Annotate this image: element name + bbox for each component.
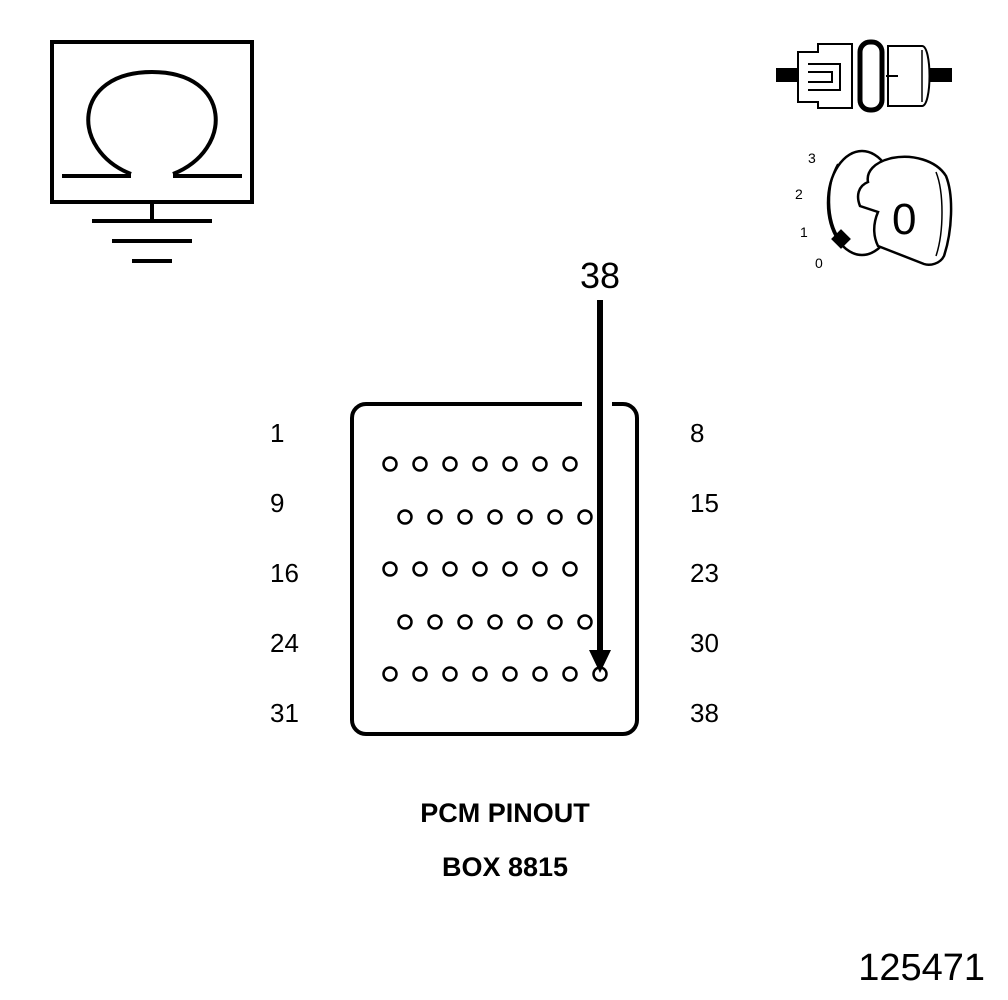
pin-hole bbox=[502, 561, 518, 577]
pin-hole bbox=[427, 614, 443, 630]
pin-hole bbox=[442, 666, 458, 682]
ignition-position-1: 1 bbox=[800, 224, 808, 240]
pin-hole bbox=[517, 614, 533, 630]
diagram-subtitle: BOX 8815 bbox=[442, 852, 568, 882]
pin-hole bbox=[487, 614, 503, 630]
row-5-first-pin: 31 bbox=[270, 698, 299, 728]
row-1-first-pin: 1 bbox=[270, 418, 284, 448]
row-3-last-pin: 23 bbox=[690, 558, 719, 588]
pin-hole bbox=[382, 666, 398, 682]
pin-hole bbox=[397, 509, 413, 525]
ohmmeter-ground-icon bbox=[50, 40, 254, 263]
pin-hole bbox=[532, 561, 548, 577]
pin-hole bbox=[517, 509, 533, 525]
pin-hole bbox=[472, 456, 488, 472]
pin-hole bbox=[502, 456, 518, 472]
pin-hole bbox=[532, 666, 548, 682]
pin-hole bbox=[547, 509, 563, 525]
pin-hole bbox=[457, 614, 473, 630]
pin-hole bbox=[532, 456, 548, 472]
pin-callout-arrow bbox=[582, 300, 612, 673]
ignition-position-2: 2 bbox=[795, 186, 803, 202]
pin-hole bbox=[457, 509, 473, 525]
row-2-first-pin: 9 bbox=[270, 488, 284, 518]
pin-hole bbox=[547, 614, 563, 630]
row-3-first-pin: 16 bbox=[270, 558, 299, 588]
row-1-last-pin: 8 bbox=[690, 418, 704, 448]
diagram-title: PCM PINOUT bbox=[420, 798, 590, 828]
row-2-last-pin: 15 bbox=[690, 488, 719, 518]
pin-holes bbox=[382, 456, 608, 682]
pcm-connector-body bbox=[350, 402, 639, 736]
figure-id: 125471 bbox=[858, 947, 985, 989]
pin-hole bbox=[562, 561, 578, 577]
pin-hole bbox=[487, 509, 503, 525]
callout-pin-number: 38 bbox=[580, 255, 620, 296]
ignition-position-3: 3 bbox=[808, 150, 816, 166]
pin-hole bbox=[472, 561, 488, 577]
pin-hole bbox=[412, 561, 428, 577]
pin-hole bbox=[577, 509, 593, 525]
pin-hole bbox=[382, 456, 398, 472]
ignition-position-0: 0 bbox=[815, 255, 823, 271]
connector-disconnected-icon bbox=[776, 39, 952, 113]
pin-hole bbox=[442, 456, 458, 472]
pin-hole bbox=[382, 561, 398, 577]
ignition-key-label: 0 bbox=[892, 195, 916, 244]
pin-hole bbox=[502, 666, 518, 682]
pin-hole bbox=[427, 509, 443, 525]
pin-hole bbox=[562, 666, 578, 682]
row-4-first-pin: 24 bbox=[270, 628, 299, 658]
pin-hole bbox=[577, 614, 593, 630]
ignition-key-icon: 0 0 1 2 3 bbox=[795, 149, 953, 271]
pin-hole bbox=[442, 561, 458, 577]
row-5-last-pin: 38 bbox=[690, 698, 719, 728]
pin-hole bbox=[472, 666, 488, 682]
pin-hole bbox=[397, 614, 413, 630]
pin-hole bbox=[562, 456, 578, 472]
pin-row-labels: 1 8 9 15 16 23 24 30 31 38 bbox=[270, 418, 719, 728]
row-4-last-pin: 30 bbox=[690, 628, 719, 658]
pin-hole bbox=[412, 666, 428, 682]
pin-hole bbox=[412, 456, 428, 472]
